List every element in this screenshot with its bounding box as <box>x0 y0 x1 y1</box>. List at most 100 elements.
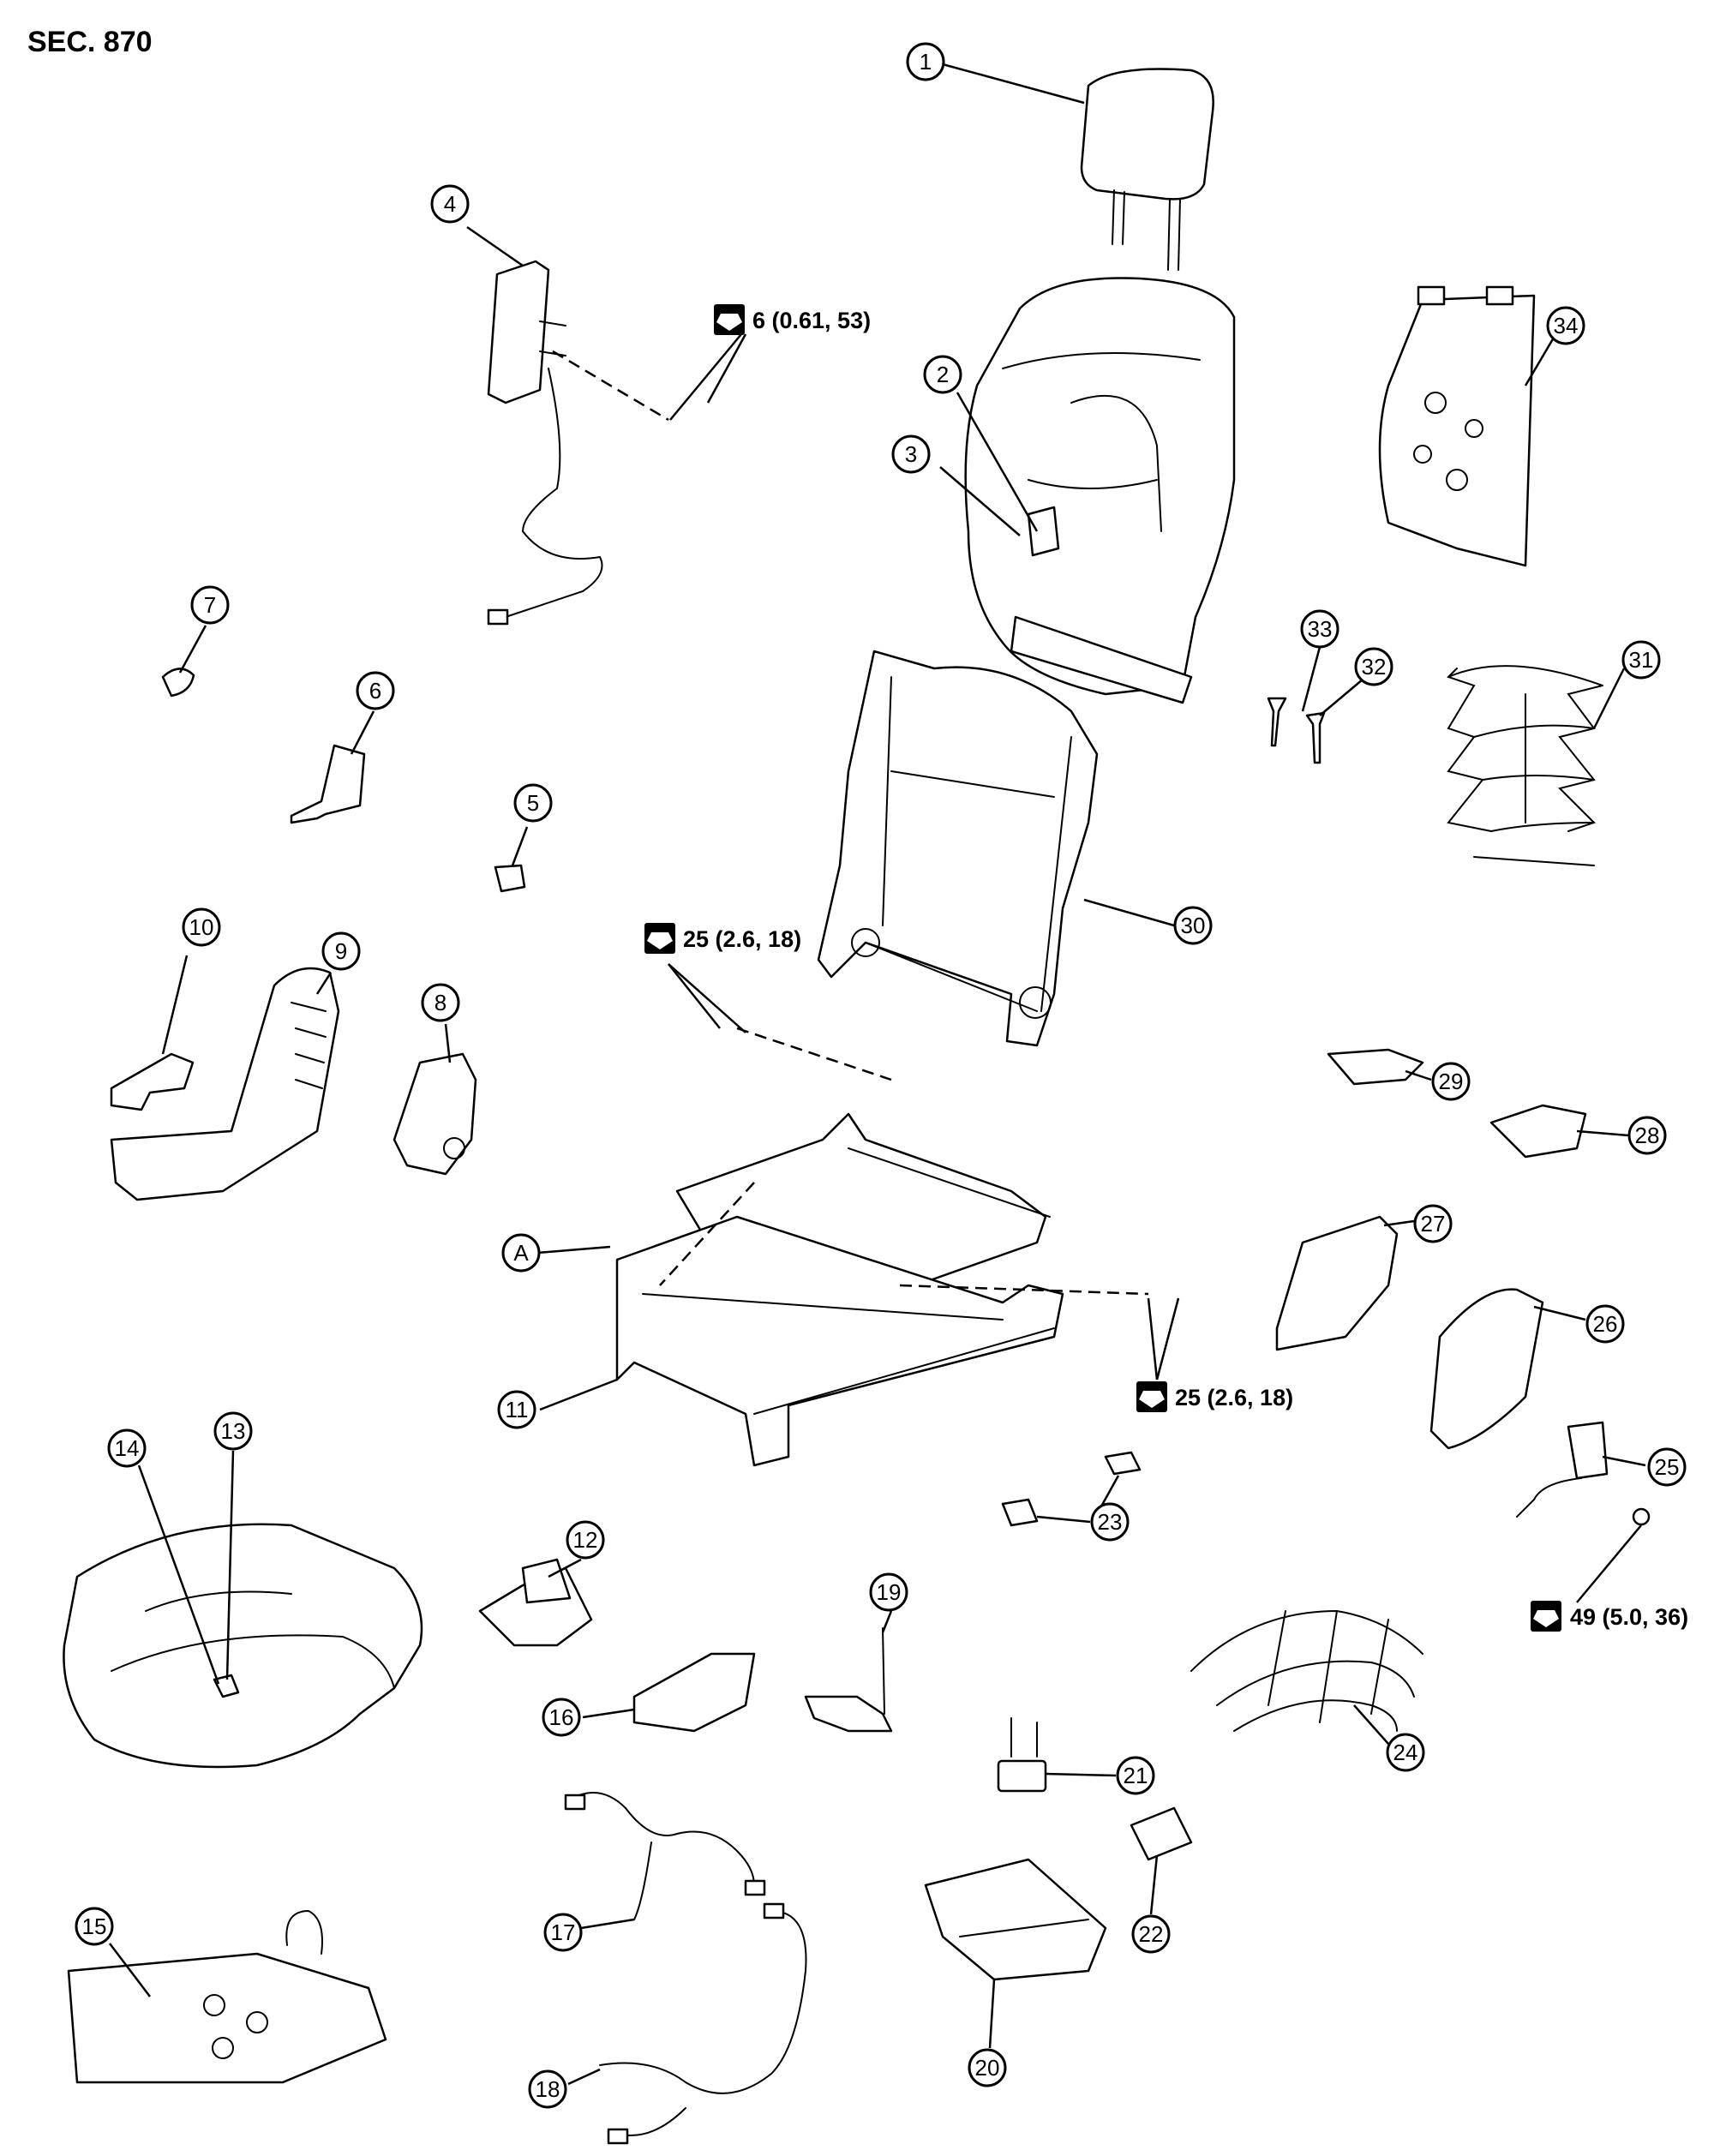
callout-12: 12 <box>566 1520 605 1560</box>
callout-25: 25 <box>1647 1447 1687 1487</box>
svg-text:1: 1 <box>920 49 932 75</box>
svg-text:11: 11 <box>506 1397 529 1422</box>
part-back-board <box>1378 285 1536 567</box>
callout-31: 31 <box>1621 640 1661 680</box>
part-seatback <box>964 277 1236 704</box>
svg-text:9: 9 <box>335 938 347 964</box>
svg-text:24: 24 <box>1393 1740 1418 1765</box>
callout-28: 28 <box>1627 1116 1667 1155</box>
leader-lines <box>109 63 1646 2086</box>
svg-text:18: 18 <box>536 2076 560 2102</box>
part-control-unit-20 <box>924 1858 1107 1981</box>
svg-text:13: 13 <box>221 1418 246 1444</box>
svg-text:33: 33 <box>1308 616 1333 642</box>
callout-15: 15 <box>75 1907 114 1946</box>
callout-23: 23 <box>1090 1502 1130 1542</box>
callout-32: 32 <box>1354 647 1393 686</box>
callout-10: 10 <box>182 907 221 947</box>
callout-27: 27 <box>1413 1204 1453 1243</box>
part-lumbar-spring <box>1447 665 1603 866</box>
svg-text:15: 15 <box>82 1913 107 1939</box>
callout-8: 8 <box>421 983 460 1022</box>
callout-A: A <box>501 1233 541 1273</box>
callout-14: 14 <box>107 1428 147 1468</box>
callout-18: 18 <box>528 2069 567 2109</box>
torque-spec-6: 6 (0.61, 53) <box>714 304 871 335</box>
part-side-shield-26 <box>1429 1288 1544 1450</box>
svg-text:14: 14 <box>115 1435 140 1461</box>
svg-text:22: 22 <box>1139 1921 1164 1947</box>
svg-text:4: 4 <box>444 191 456 217</box>
svg-text:29: 29 <box>1439 1069 1464 1094</box>
callout-21: 21 <box>1116 1756 1155 1795</box>
svg-text:25 (2.6, 18): 25 (2.6, 18) <box>1175 1385 1293 1410</box>
svg-text:31: 31 <box>1629 647 1654 673</box>
callout-16: 16 <box>542 1698 581 1737</box>
part-knob-5 <box>494 864 526 893</box>
svg-text:28: 28 <box>1635 1123 1660 1148</box>
part-bracket-22 <box>1130 1806 1193 1861</box>
svg-text:21: 21 <box>1124 1763 1148 1788</box>
part-bracket-6 <box>290 744 366 824</box>
svg-text:30: 30 <box>1181 913 1206 938</box>
part-seat-cushion <box>63 1523 423 1769</box>
callout-11: 11 <box>497 1390 536 1429</box>
callout-2: 2 <box>923 355 962 394</box>
part-bracket-27 <box>1275 1215 1399 1351</box>
part-harness-17 <box>564 1792 766 1920</box>
part-harness-18 <box>599 1902 807 2145</box>
torque-spec-25-lower: 25 (2.6, 18) <box>1136 1381 1293 1412</box>
torque-spec-49: 49 (5.0, 36) <box>1531 1601 1688 1632</box>
part-bracket-19 <box>804 1627 893 1733</box>
callout-22: 22 <box>1131 1914 1171 1954</box>
callout-9: 9 <box>321 931 361 971</box>
callout-3: 3 <box>891 434 931 474</box>
part-cover-28 <box>1489 1104 1587 1159</box>
part-cover-16 <box>632 1652 756 1733</box>
svg-text:19: 19 <box>877 1579 902 1605</box>
svg-text:16: 16 <box>549 1704 574 1730</box>
svg-text:25 (2.6, 18): 25 (2.6, 18) <box>683 926 801 952</box>
part-clips-32-33 <box>1267 697 1326 764</box>
callout-29: 29 <box>1431 1062 1471 1101</box>
part-headrest <box>1080 68 1214 271</box>
part-module-21 <box>997 1717 1047 1793</box>
section-label: SEC. 870 <box>27 26 153 58</box>
callout-34: 34 <box>1546 306 1585 345</box>
part-cover-29 <box>1327 1048 1424 1086</box>
callout-20: 20 <box>968 2048 1007 2087</box>
svg-text:26: 26 <box>1593 1311 1618 1337</box>
callout-5: 5 <box>513 783 553 823</box>
svg-text:23: 23 <box>1098 1509 1123 1535</box>
svg-text:2: 2 <box>937 362 949 387</box>
svg-text:25: 25 <box>1655 1454 1680 1480</box>
callout-6: 6 <box>356 671 395 710</box>
part-spring-24 <box>1190 1609 1423 1732</box>
svg-text:6: 6 <box>369 678 381 704</box>
callout-17: 17 <box>543 1913 583 1952</box>
part-cover-8 <box>393 1052 477 1176</box>
torque-spec-25-upper: 25 (2.6, 18) <box>644 923 801 954</box>
svg-text:A: A <box>513 1240 529 1266</box>
svg-text:8: 8 <box>434 990 446 1015</box>
svg-text:27: 27 <box>1421 1211 1446 1237</box>
alignment-lines <box>552 350 1149 1296</box>
part-cover-12 <box>478 1558 593 1647</box>
callout-1: 1 <box>906 42 945 81</box>
part-seat-frame <box>615 1112 1064 1467</box>
callout-33: 33 <box>1300 609 1339 649</box>
svg-text:7: 7 <box>204 592 216 618</box>
callout-26: 26 <box>1585 1304 1625 1344</box>
callout-24: 24 <box>1386 1733 1425 1772</box>
part-buckle-25 <box>1516 1421 1651 1526</box>
svg-text:5: 5 <box>527 790 539 816</box>
svg-text:6 (0.61, 53): 6 (0.61, 53) <box>752 308 871 333</box>
part-side-cover-9 <box>110 967 340 1201</box>
callout-19: 19 <box>869 1572 908 1612</box>
part-clips-23 <box>1001 1451 1142 1527</box>
svg-text:12: 12 <box>573 1527 598 1553</box>
svg-text:10: 10 <box>189 914 214 940</box>
part-airbag-module <box>487 260 603 626</box>
callout-4: 4 <box>430 184 470 224</box>
